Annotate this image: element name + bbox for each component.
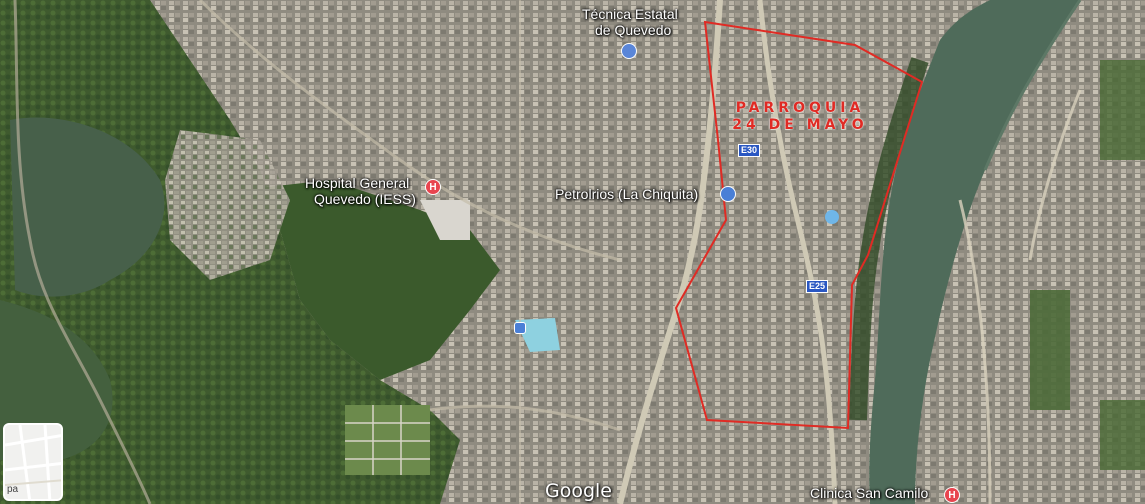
google-attribution: Google (545, 480, 613, 502)
clinica-label[interactable]: Clinica San Camilo (810, 485, 929, 501)
parroquia-label: PARROQUIA 24 DE MAYO (720, 100, 880, 134)
petrolrios-label[interactable]: Petrolrios (La Chiquita) (555, 186, 699, 202)
parroquia-label-line2: 24 DE MAYO (732, 117, 868, 133)
universidad-label-line2[interactable]: de Quevedo (595, 22, 672, 38)
hospital-pin-icon[interactable]: H (425, 179, 441, 195)
hospital-label-line2[interactable]: Quevedo (IESS) (314, 191, 416, 207)
bus-stop-icon[interactable] (514, 322, 526, 334)
road-shield-e25: E25 (806, 280, 829, 293)
hospital-label-line1[interactable]: Hospital General (305, 175, 410, 191)
parroquia-label-line1: PARROQUIA (735, 100, 865, 116)
clinic-pin-icon[interactable]: H (944, 487, 960, 503)
universidad-label-line1[interactable]: Técnica Estatal (582, 6, 678, 22)
road-shield-e30: E30 (738, 144, 761, 157)
university-icon[interactable] (621, 43, 637, 59)
minimap-roads (5, 425, 61, 499)
minimap-label: pa (7, 484, 19, 495)
minimap-layer-toggle[interactable]: pa (3, 423, 63, 501)
gas-station-icon[interactable] (720, 186, 736, 202)
